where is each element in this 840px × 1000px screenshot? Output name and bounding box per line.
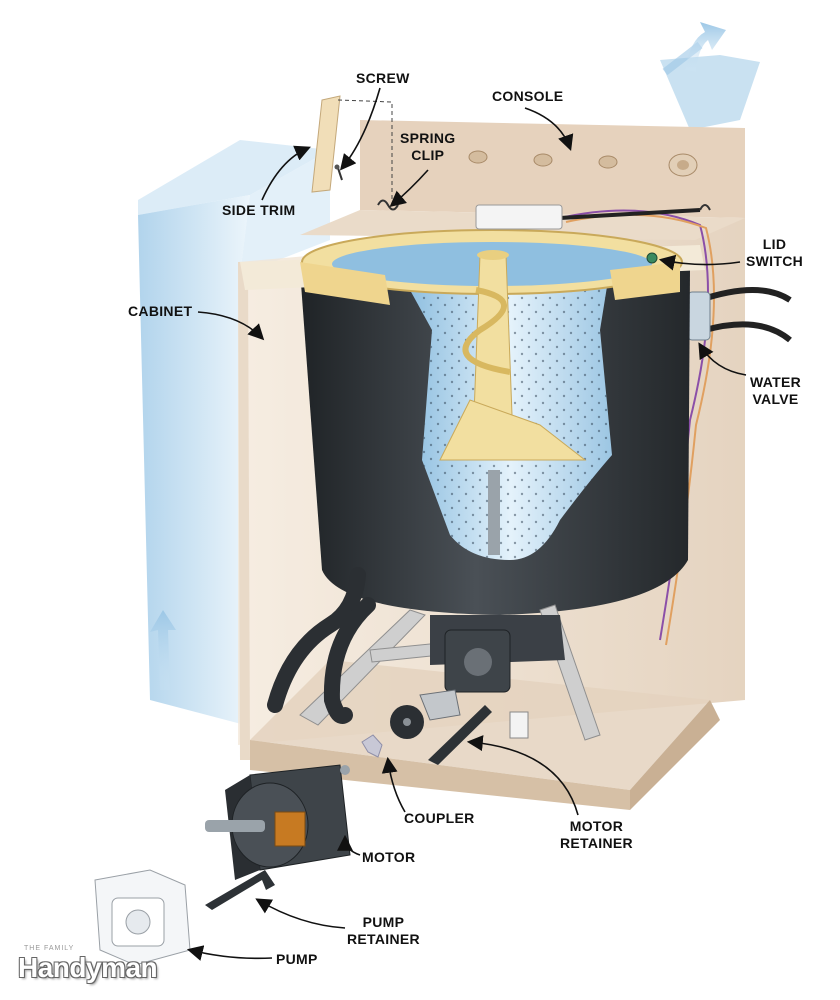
lid-panel (660, 45, 760, 130)
side-trim-part (312, 96, 340, 192)
motor-part (205, 765, 350, 880)
label-side-trim: SIDE TRIM (222, 202, 295, 219)
screw-part (335, 165, 343, 181)
brand-tagline: THE FAMILY (24, 945, 157, 952)
lid-switch-part (476, 205, 562, 229)
label-motor: MOTOR (362, 849, 415, 866)
lid-switch-contact (647, 253, 657, 263)
brand-logo: THE FAMILY Handyman (18, 945, 157, 984)
label-cabinet: CABINET (128, 303, 192, 320)
label-coupler: COUPLER (404, 810, 475, 827)
brand-name: Handyman (18, 952, 157, 984)
label-console: CONSOLE (492, 88, 563, 105)
label-screw: SCREW (356, 70, 410, 87)
label-pump: PUMP (276, 951, 318, 968)
